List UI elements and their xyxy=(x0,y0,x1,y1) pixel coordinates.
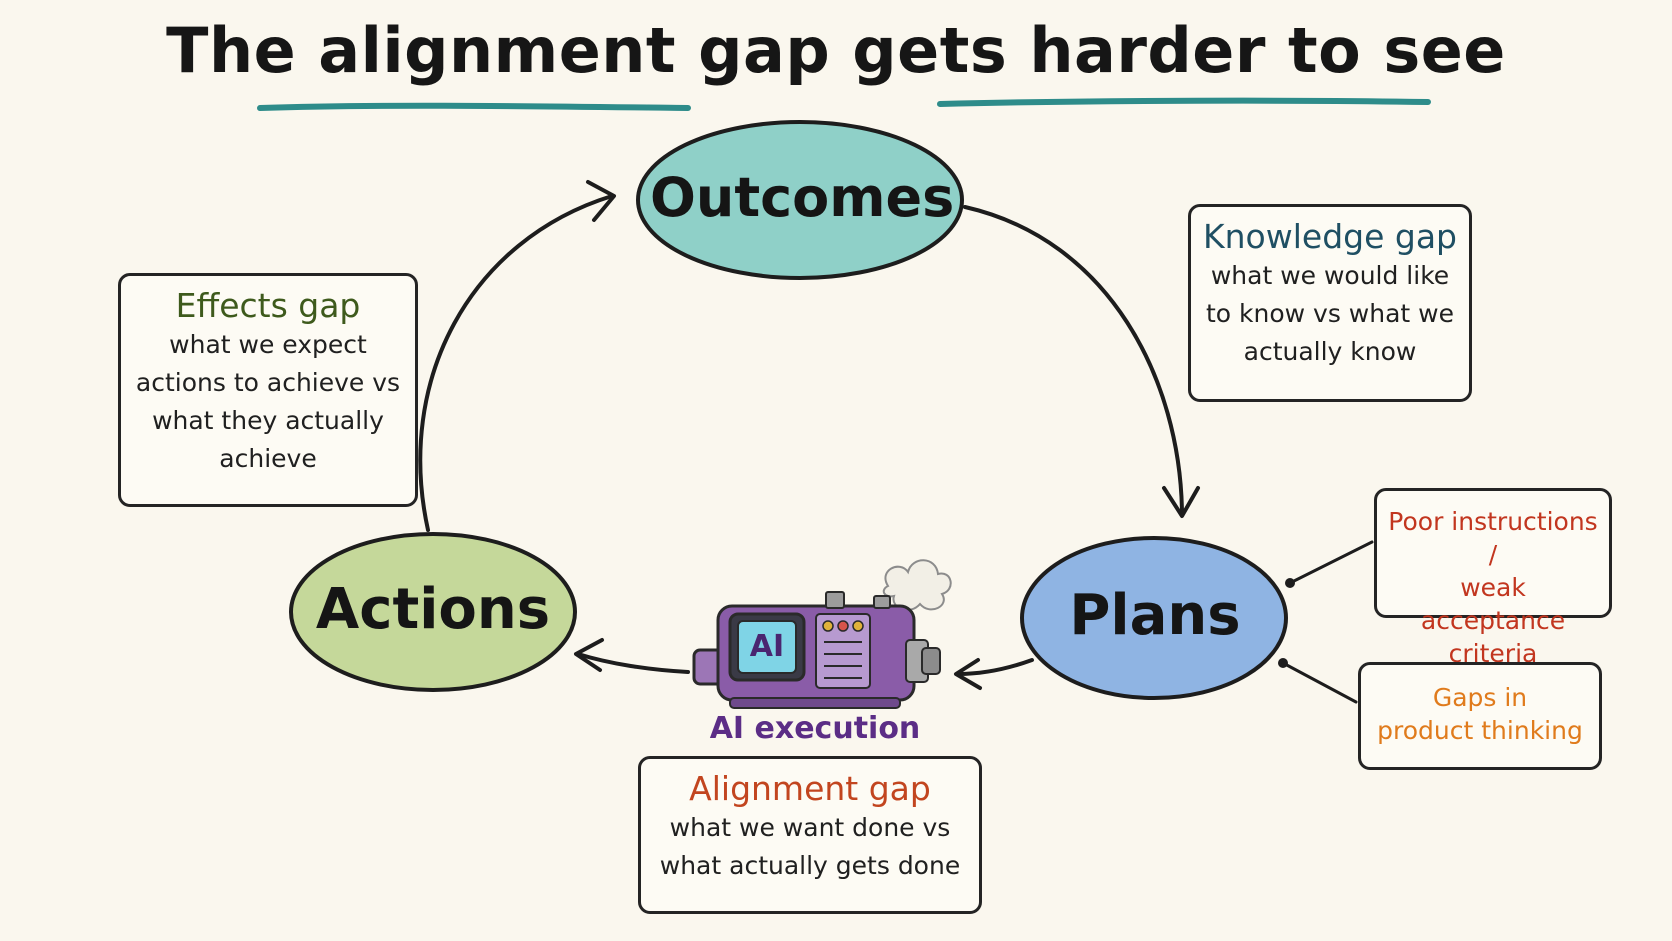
ai-execution-caption: AI execution xyxy=(709,711,921,746)
poor-instructions-line-2: weak acceptance xyxy=(1420,573,1566,635)
connector-instructions xyxy=(1288,540,1374,585)
poor-instructions-note: Poor instructions / weak acceptance crit… xyxy=(1374,488,1612,668)
knowledge-gap-line-2: to know vs what we xyxy=(1205,299,1454,328)
effects-gap-line-1: what we expect xyxy=(169,330,367,359)
effects-gap-line-2: actions to achieve vs xyxy=(135,368,401,397)
ai-screen-label: AI xyxy=(749,629,785,664)
title-underline-left xyxy=(257,102,691,111)
product-thinking-note: Gaps in product thinking xyxy=(1358,662,1602,770)
knowledge-gap-title: Knowledge gap xyxy=(1202,217,1457,256)
arrowhead-actions xyxy=(574,638,604,672)
arrowhead-plans xyxy=(1162,486,1200,518)
plans-node xyxy=(1020,536,1288,700)
actions-label: Actions xyxy=(315,577,551,642)
arrow-ai-to-actions xyxy=(576,652,690,674)
connector-product xyxy=(1281,661,1358,704)
effects-gap-line-4: achieve xyxy=(219,444,317,473)
plans-label: Plans xyxy=(1069,583,1241,648)
outcomes-node xyxy=(636,120,964,280)
arrowhead-outcomes xyxy=(586,180,616,222)
effects-gap-title: Effects gap xyxy=(175,286,361,325)
alignment-gap-box: Alignment gap what we want done vs what … xyxy=(638,756,982,914)
actions-node xyxy=(289,532,577,692)
arrow-actions-to-outcomes xyxy=(418,194,614,532)
knowledge-gap-line-3: actually know xyxy=(1243,337,1417,366)
title-underline-right xyxy=(937,97,1431,107)
arrowhead-ai xyxy=(954,658,982,690)
outcomes-label: Outcomes xyxy=(650,166,955,229)
alignment-gap-title: Alignment gap xyxy=(689,769,931,808)
knowledge-gap-line-1: what we would like xyxy=(1210,261,1450,290)
poor-instructions-line-1: Poor instructions / xyxy=(1388,507,1598,569)
alignment-gap-line-2: what actually gets done xyxy=(659,851,961,880)
effects-gap-line-3: what they actually xyxy=(152,406,384,435)
product-thinking-line-1: Gaps in xyxy=(1432,683,1528,712)
page-title: The alignment gap gets harder to see xyxy=(166,14,1506,87)
product-thinking-line-2: product thinking xyxy=(1377,716,1583,745)
ai-engine-icon xyxy=(692,559,952,709)
arrow-outcomes-to-plans xyxy=(963,205,1184,514)
effects-gap-box: Effects gap what we expect actions to ac… xyxy=(118,273,418,507)
alignment-gap-line-1: what we want done vs xyxy=(669,813,951,842)
arrow-plans-to-ai xyxy=(956,658,1034,676)
knowledge-gap-box: Knowledge gap what we would like to know… xyxy=(1188,204,1472,402)
